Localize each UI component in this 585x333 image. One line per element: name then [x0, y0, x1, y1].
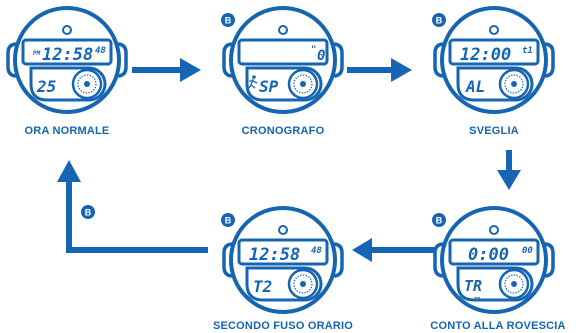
b-button-marker: B	[221, 213, 235, 227]
lcd-pm-indicator: PM	[33, 50, 41, 57]
b-button-marker: B	[432, 13, 446, 27]
runner-icon	[247, 75, 258, 90]
b-button-letter: B	[85, 208, 92, 218]
watch-ora-normale: PM 12:58 48 25	[6, 6, 128, 114]
label-secondo-fuso-orario: SECONDO FUSO ORARIO	[212, 320, 354, 332]
b-button-marker: B	[81, 205, 95, 219]
b-button-letter: B	[225, 216, 232, 226]
lcd-main-time: 0	[317, 48, 325, 64]
lcd-main-time: 0:00	[468, 245, 509, 265]
watch-conto-alla-rovescia: 0:00 00 TR TR B	[432, 206, 555, 314]
lcd-lower-readout: SP	[259, 77, 279, 96]
lcd-main-time: 12:58	[249, 245, 300, 265]
lcd-lower-readout: TR	[464, 277, 482, 295]
lcd-main-time: 12:58	[42, 45, 93, 65]
arrow-crono-to-sveglia	[347, 58, 412, 82]
b-button-letter: B	[436, 216, 443, 226]
b-button-marker: B	[432, 213, 446, 227]
lcd-alarm-index: t1	[522, 46, 533, 56]
b-button-letter: B	[225, 16, 232, 26]
b-button-marker: B	[221, 13, 235, 27]
b-button-letter: B	[436, 16, 443, 26]
watch-cronografo: " 0 SP B	[221, 6, 344, 114]
lcd-lower-indicator: TR	[474, 297, 480, 303]
arrow-sveglia-to-conto	[497, 150, 521, 190]
lcd-seconds-mark: "	[311, 45, 316, 55]
arrow-ora-to-crono	[132, 58, 201, 82]
lcd-seconds: 48	[95, 46, 106, 56]
label-cronografo: CRONOGRAFO	[241, 125, 325, 137]
lcd-lower-readout: 25	[36, 77, 56, 96]
label-conto-alla-rovescia: CONTO ALLA ROVESCIA	[430, 320, 566, 332]
lcd-seconds: 48	[311, 246, 322, 256]
watch-secondo-fuso-orario: 12:58 48 T2 B	[221, 206, 344, 314]
label-ora-normale: ORA NORMALE	[24, 125, 110, 137]
label-sveglia: SVEGLIA	[469, 125, 519, 137]
watch-sveglia: 12:00 t1 AL B	[432, 6, 555, 114]
arrow-conto-to-secondo	[352, 238, 436, 262]
lcd-seconds: 00	[522, 246, 533, 256]
lcd-lower-readout: AL	[465, 77, 485, 96]
lcd-main-time: 12:00	[460, 45, 511, 65]
arrow-secondo-to-ora	[57, 160, 208, 253]
lcd-lower-readout: T2	[253, 277, 272, 296]
